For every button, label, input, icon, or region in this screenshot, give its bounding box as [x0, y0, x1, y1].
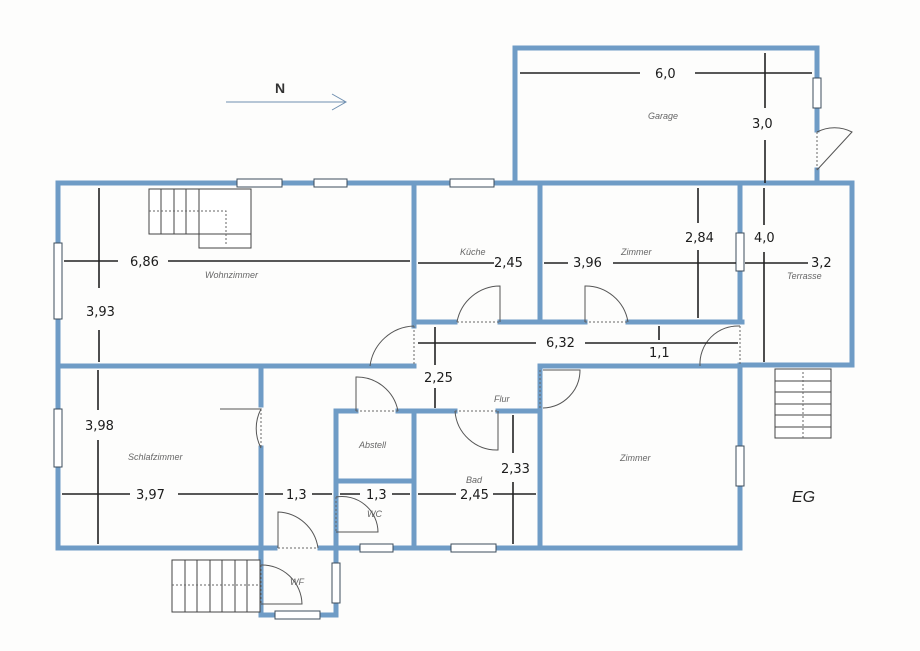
room-label-wf: WF — [290, 577, 304, 587]
dim-flur-depth-b: 1,1 — [649, 346, 670, 361]
room-label-wohnzimmer: Wohnzimmer — [205, 270, 259, 280]
room-label-abstell: Abstell — [358, 440, 387, 450]
dim-schlafzimmer-width: 3,97 — [136, 488, 165, 503]
dim-zimmer-north-width: 3,96 — [573, 256, 602, 271]
dim-bad-width: 2,45 — [460, 488, 489, 503]
room-label-garage: Garage — [648, 111, 678, 121]
room-label-zimmer-south: Zimmer — [619, 453, 651, 463]
dim-flur-width: 6,32 — [546, 336, 575, 351]
room-label-bad: Bad — [466, 475, 483, 485]
dim-flur-depth-a: 2,25 — [424, 371, 453, 386]
room-label-zimmer-north: Zimmer — [620, 247, 652, 257]
room-label-flur: Flur — [494, 394, 511, 404]
dim-bad-depth: 2,33 — [501, 462, 530, 477]
room-label-terrasse: Terrasse — [787, 271, 822, 281]
dim-terrasse-width: 3,2 — [811, 256, 832, 271]
room-label-kueche: Küche — [460, 247, 486, 257]
doors — [220, 127, 853, 605]
dim-terrasse-depth: 4,0 — [754, 231, 775, 246]
room-label-schlafzimmer: Schlafzimmer — [128, 452, 184, 462]
dim-zimmer-north-depth: 2,84 — [685, 231, 714, 246]
stairs-entrance — [171, 559, 261, 613]
dim-wohnzimmer-width: 6,86 — [130, 255, 159, 270]
windows — [53, 77, 822, 620]
dim-schlafzimmer-depth: 3,98 — [85, 419, 114, 434]
dim-wc-width: 1,3 — [366, 488, 387, 503]
north-arrow-icon — [226, 93, 348, 111]
north-label: N — [275, 80, 285, 96]
dim-corridor-width: 1,3 — [286, 488, 307, 503]
dim-garage-depth: 3,0 — [752, 117, 773, 132]
stairs-wohnzimmer — [148, 188, 252, 249]
dim-garage-width: 6,0 — [655, 67, 676, 82]
floor-label: EG — [792, 489, 815, 506]
dimension-lines — [62, 53, 812, 544]
room-label-wc: WC — [367, 509, 382, 519]
dim-kueche-width: 2,45 — [494, 256, 523, 271]
stairs-terrasse — [774, 368, 832, 439]
dim-wohnzimmer-depth: 3,93 — [86, 305, 115, 320]
walls — [55, 45, 855, 618]
